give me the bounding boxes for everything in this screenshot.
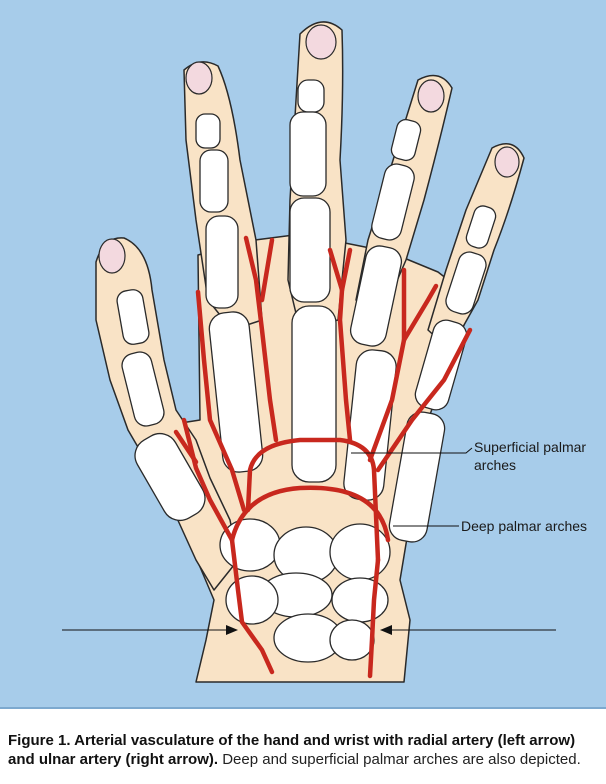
index-digital-artery [195,289,247,513]
figure-caption: Figure 1. Arterial vasculature of the ha… [0,707,606,784]
deep-palmar-arches-label: Deep palmar arches [461,518,588,534]
index-nail [185,61,213,95]
arteries [173,235,473,679]
little-nail [494,146,520,178]
ring-little-artery-branch [401,283,439,343]
bones [116,79,497,663]
thumb-nail [98,238,126,274]
ring-little-artery [367,267,407,463]
index-bones [195,113,264,473]
middle-ring-artery-branch [327,247,345,293]
caption-text: Deep and superficial palmar arches are a… [218,751,581,768]
little-bones [388,205,497,543]
thumb-artery [181,417,235,543]
thumb-artery-branch [173,429,199,465]
middle-ring-artery [337,247,353,443]
hand-artery-illustration: Superficial palmar arches Deep palmar ar… [0,0,606,707]
radial-artery-arrowhead [226,625,238,635]
radial-artery [229,537,275,675]
index-middle-artery-branch [259,237,275,303]
annotation-pointers [62,447,556,631]
deep-palmar-arch [229,485,391,543]
little-finger-artery [375,327,473,473]
fingernails [98,24,520,274]
hand-diagram-svg [62,21,556,683]
ring-nail [417,79,445,113]
thumb-bones [116,289,206,522]
superficial-arch-pointer [351,447,473,454]
caption-bold-text: Figure 1. Arterial vasculature of the ha… [8,732,576,768]
superficial-palmar-arches-label: Superficial palmar arches [474,439,587,473]
middle-nail [305,24,337,60]
ulnar-artery [367,557,381,679]
index-middle-artery [243,235,279,443]
ulnar-artery-arrowhead [380,625,392,635]
